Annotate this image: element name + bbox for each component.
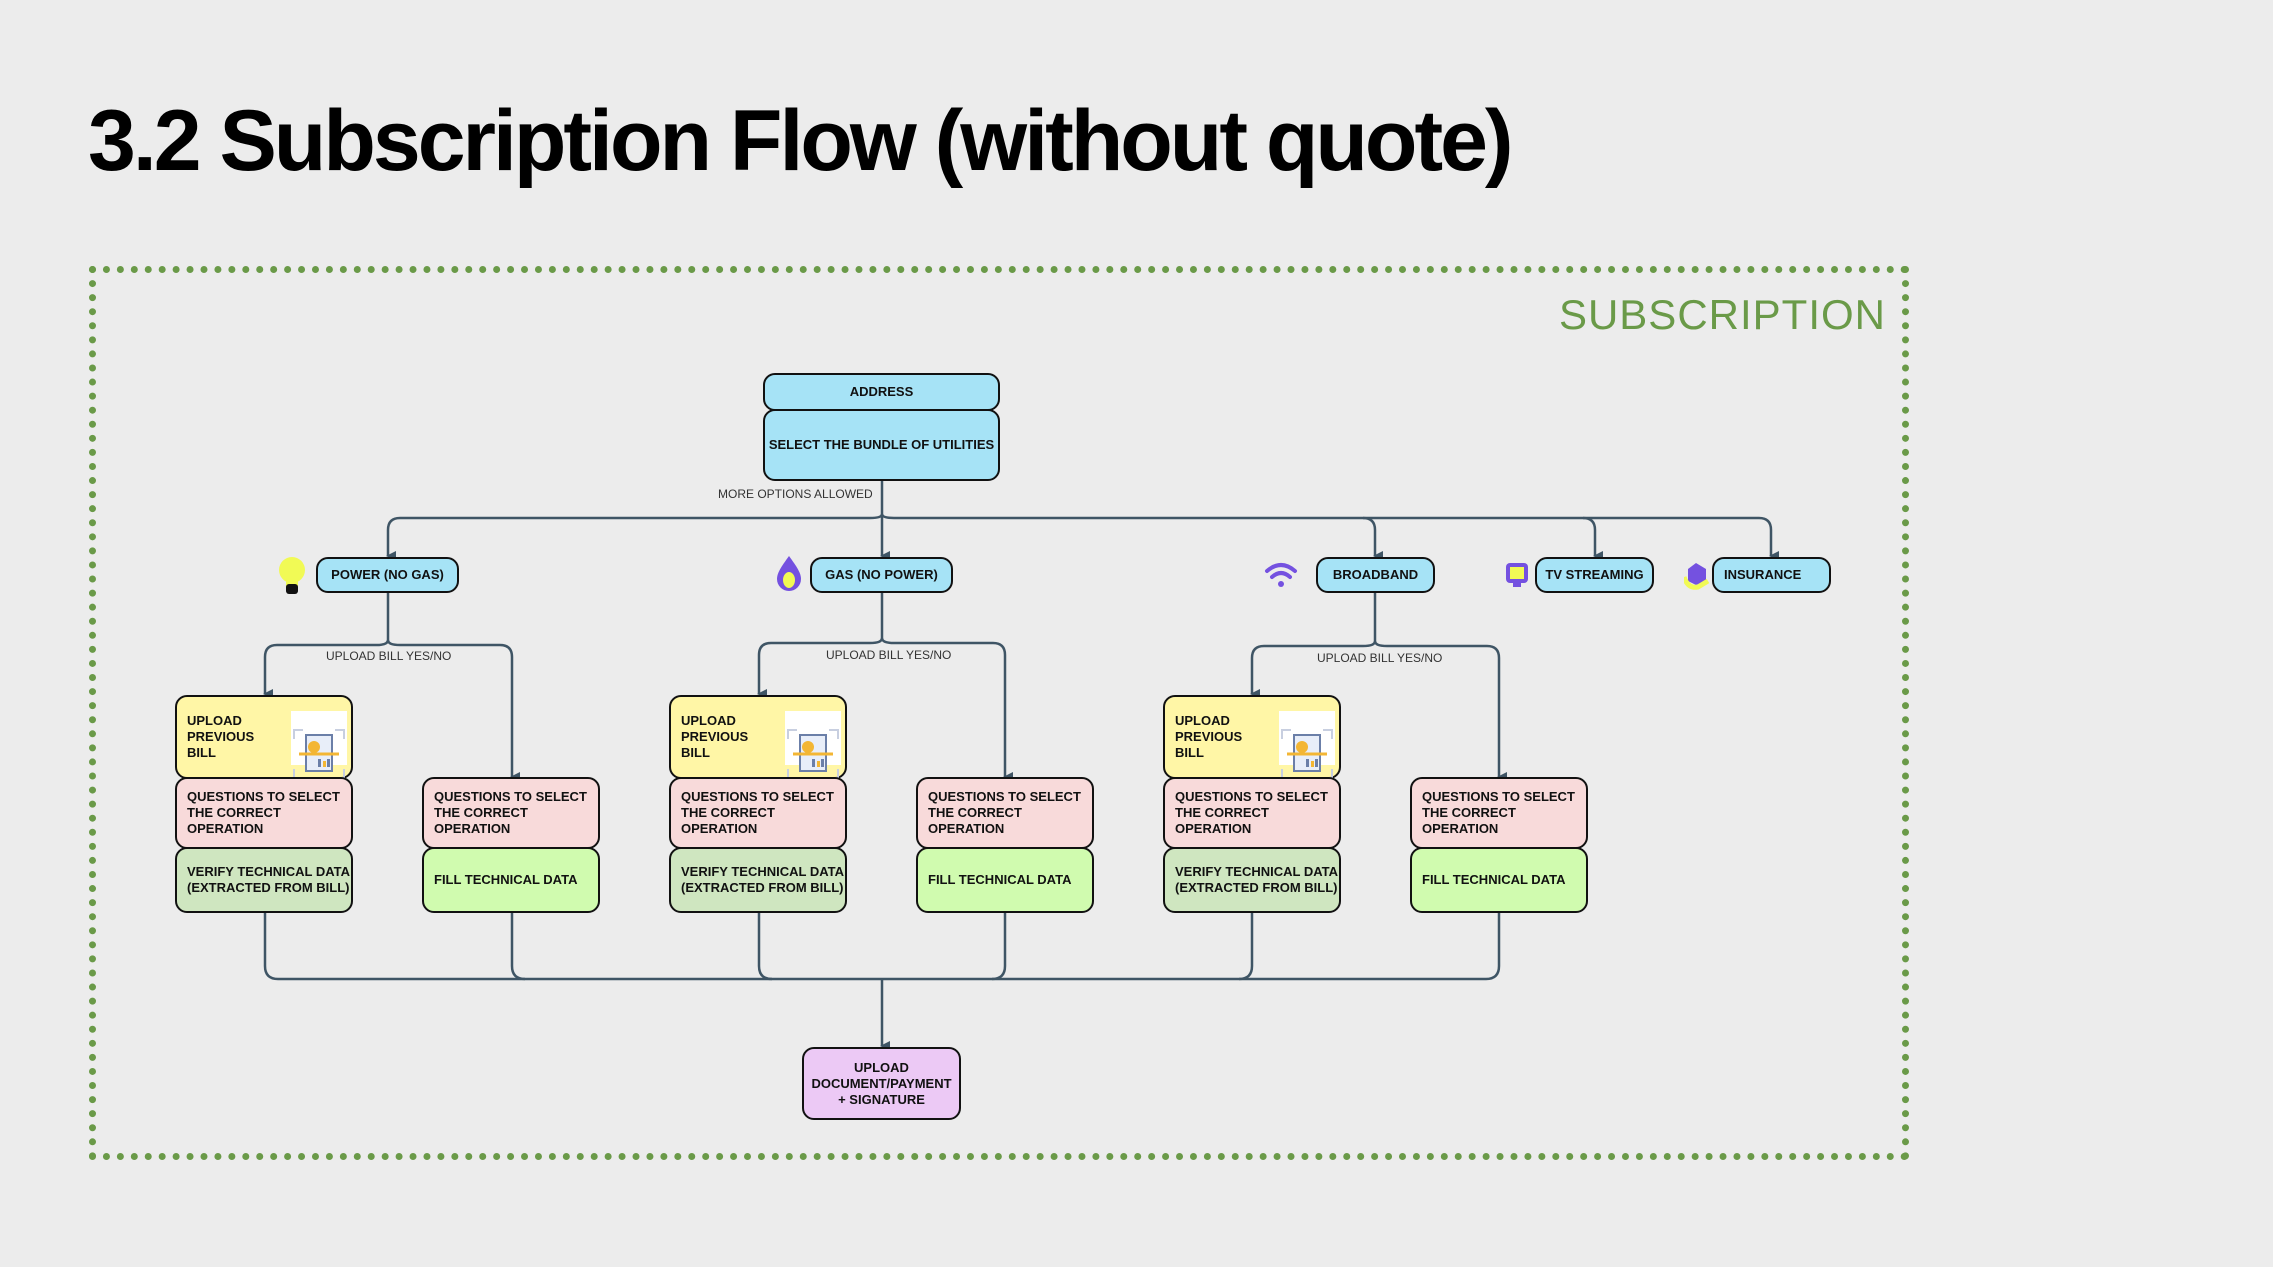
verify-label: VERIFY TECHNICAL DATA (EXTRACTED FROM BI… xyxy=(187,864,350,895)
upload-bill-node-gas[interactable]: UPLOAD PREVIOUS BILL xyxy=(669,695,847,779)
questions-node-broadband-no[interactable]: QUESTIONS TO SELECT THE CORRECT OPERATIO… xyxy=(1410,777,1588,849)
connector-gas-split xyxy=(757,592,884,699)
questions-node-gas-no[interactable]: QUESTIONS TO SELECT THE CORRECT OPERATIO… xyxy=(916,777,1094,849)
service-gas[interactable]: GAS (NO POWER) xyxy=(810,557,953,593)
questions-label: QUESTIONS TO SELECT THE CORRECT OPERATIO… xyxy=(1175,789,1328,836)
questions-label: QUESTIONS TO SELECT THE CORRECT OPERATIO… xyxy=(928,789,1081,836)
upload-bill-node-power[interactable]: UPLOAD PREVIOUS BILL xyxy=(175,695,353,779)
subscription-frame: SUBSCRIPTION xyxy=(89,266,1909,1160)
service-gas-label: GAS (NO POWER) xyxy=(825,567,938,582)
questions-node-gas-yes[interactable]: QUESTIONS TO SELECT THE CORRECT OPERATIO… xyxy=(669,777,847,849)
connector-to-insurance xyxy=(1583,516,1779,561)
questions-label: QUESTIONS TO SELECT THE CORRECT OPERATIO… xyxy=(681,789,834,836)
connector-to-tv xyxy=(1363,516,1603,561)
address-node[interactable]: ADDRESS xyxy=(763,373,1000,411)
verify-label: VERIFY TECHNICAL DATA (EXTRACTED FROM BI… xyxy=(681,864,844,895)
service-broadband[interactable]: BROADBAND xyxy=(1316,557,1435,593)
fill-label: FILL TECHNICAL DATA xyxy=(1422,872,1566,887)
service-broadband-label: BROADBAND xyxy=(1332,567,1419,582)
final-label: UPLOAD DOCUMENT/PAYMENT + SIGNATURE xyxy=(811,1059,952,1107)
questions-label: QUESTIONS TO SELECT THE CORRECT OPERATIO… xyxy=(187,789,340,836)
fill-technical-node-power[interactable]: FILL TECHNICAL DATA xyxy=(422,847,600,913)
select-bundle-label: SELECT THE BUNDLE OF UTILITIES xyxy=(768,437,995,452)
connector-to-power xyxy=(386,513,884,561)
select-bundle-node[interactable]: SELECT THE BUNDLE OF UTILITIES xyxy=(763,409,1000,481)
connector-gas-no xyxy=(880,637,1013,782)
wifi-icon xyxy=(1264,560,1298,590)
service-power[interactable]: POWER (NO GAS) xyxy=(316,557,459,593)
page-title: 3.2 Subscription Flow (without quote) xyxy=(88,93,1514,189)
verify-technical-node-broadband[interactable]: VERIFY TECHNICAL DATA (EXTRACTED FROM BI… xyxy=(1163,847,1341,913)
upload-bill-label-broadband: UPLOAD BILL YES/NO xyxy=(1317,651,1443,665)
tv-icon xyxy=(1506,563,1528,587)
service-tv-streaming[interactable]: TV STREAMING xyxy=(1535,557,1654,593)
upload-bill-label: UPLOAD PREVIOUS BILL xyxy=(681,713,749,760)
service-insurance[interactable]: INSURANCE xyxy=(1712,557,1831,593)
flame-icon xyxy=(777,555,801,591)
upload-document-payment-signature-node[interactable]: UPLOAD DOCUMENT/PAYMENT + SIGNATURE xyxy=(802,1047,961,1120)
fill-label: FILL TECHNICAL DATA xyxy=(928,872,1072,887)
upload-bill-node-broadband[interactable]: UPLOAD PREVIOUS BILL xyxy=(1163,695,1341,779)
questions-node-power-yes[interactable]: QUESTIONS TO SELECT THE CORRECT OPERATIO… xyxy=(175,777,353,849)
upload-bill-label: UPLOAD PREVIOUS BILL xyxy=(187,713,255,760)
address-label: ADDRESS xyxy=(849,384,914,399)
questions-label: QUESTIONS TO SELECT THE CORRECT OPERATIO… xyxy=(1422,789,1575,836)
more-options-label: MORE OPTIONS ALLOWED xyxy=(718,487,873,501)
verify-technical-node-power[interactable]: VERIFY TECHNICAL DATA (EXTRACTED FROM BI… xyxy=(175,847,353,913)
questions-node-broadband-yes[interactable]: QUESTIONS TO SELECT THE CORRECT OPERATIO… xyxy=(1163,777,1341,849)
service-tv-label: TV STREAMING xyxy=(1545,567,1644,582)
connector-to-broadband xyxy=(880,513,1383,561)
connector-merge xyxy=(263,913,1501,981)
upload-bill-label-gas: UPLOAD BILL YES/NO xyxy=(826,648,952,662)
insurance-hand-icon xyxy=(1681,563,1710,591)
service-power-label: POWER (NO GAS) xyxy=(331,567,444,582)
lightbulb-icon xyxy=(278,556,306,596)
fill-technical-node-broadband[interactable]: FILL TECHNICAL DATA xyxy=(1410,847,1588,913)
upload-bill-label: UPLOAD PREVIOUS BILL xyxy=(1175,713,1243,760)
connector-broadband-split xyxy=(1250,592,1377,699)
verify-label: VERIFY TECHNICAL DATA (EXTRACTED FROM BI… xyxy=(1175,864,1338,895)
bill-document-icon xyxy=(1279,711,1335,779)
service-insurance-label: INSURANCE xyxy=(1724,567,1802,582)
fill-technical-node-gas[interactable]: FILL TECHNICAL DATA xyxy=(916,847,1094,913)
connector-power-no xyxy=(386,639,520,782)
questions-label: QUESTIONS TO SELECT THE CORRECT OPERATIO… xyxy=(434,789,587,836)
connector-power-split xyxy=(263,592,390,699)
bill-document-icon xyxy=(291,711,347,779)
upload-bill-label-power: UPLOAD BILL YES/NO xyxy=(326,649,452,663)
questions-node-power-no[interactable]: QUESTIONS TO SELECT THE CORRECT OPERATIO… xyxy=(422,777,600,849)
subscription-label: SUBSCRIPTION xyxy=(1558,291,1886,338)
verify-technical-node-gas[interactable]: VERIFY TECHNICAL DATA (EXTRACTED FROM BI… xyxy=(669,847,847,913)
connector-broadband-no xyxy=(1373,640,1507,782)
bill-document-icon xyxy=(785,711,841,779)
fill-label: FILL TECHNICAL DATA xyxy=(434,872,578,887)
